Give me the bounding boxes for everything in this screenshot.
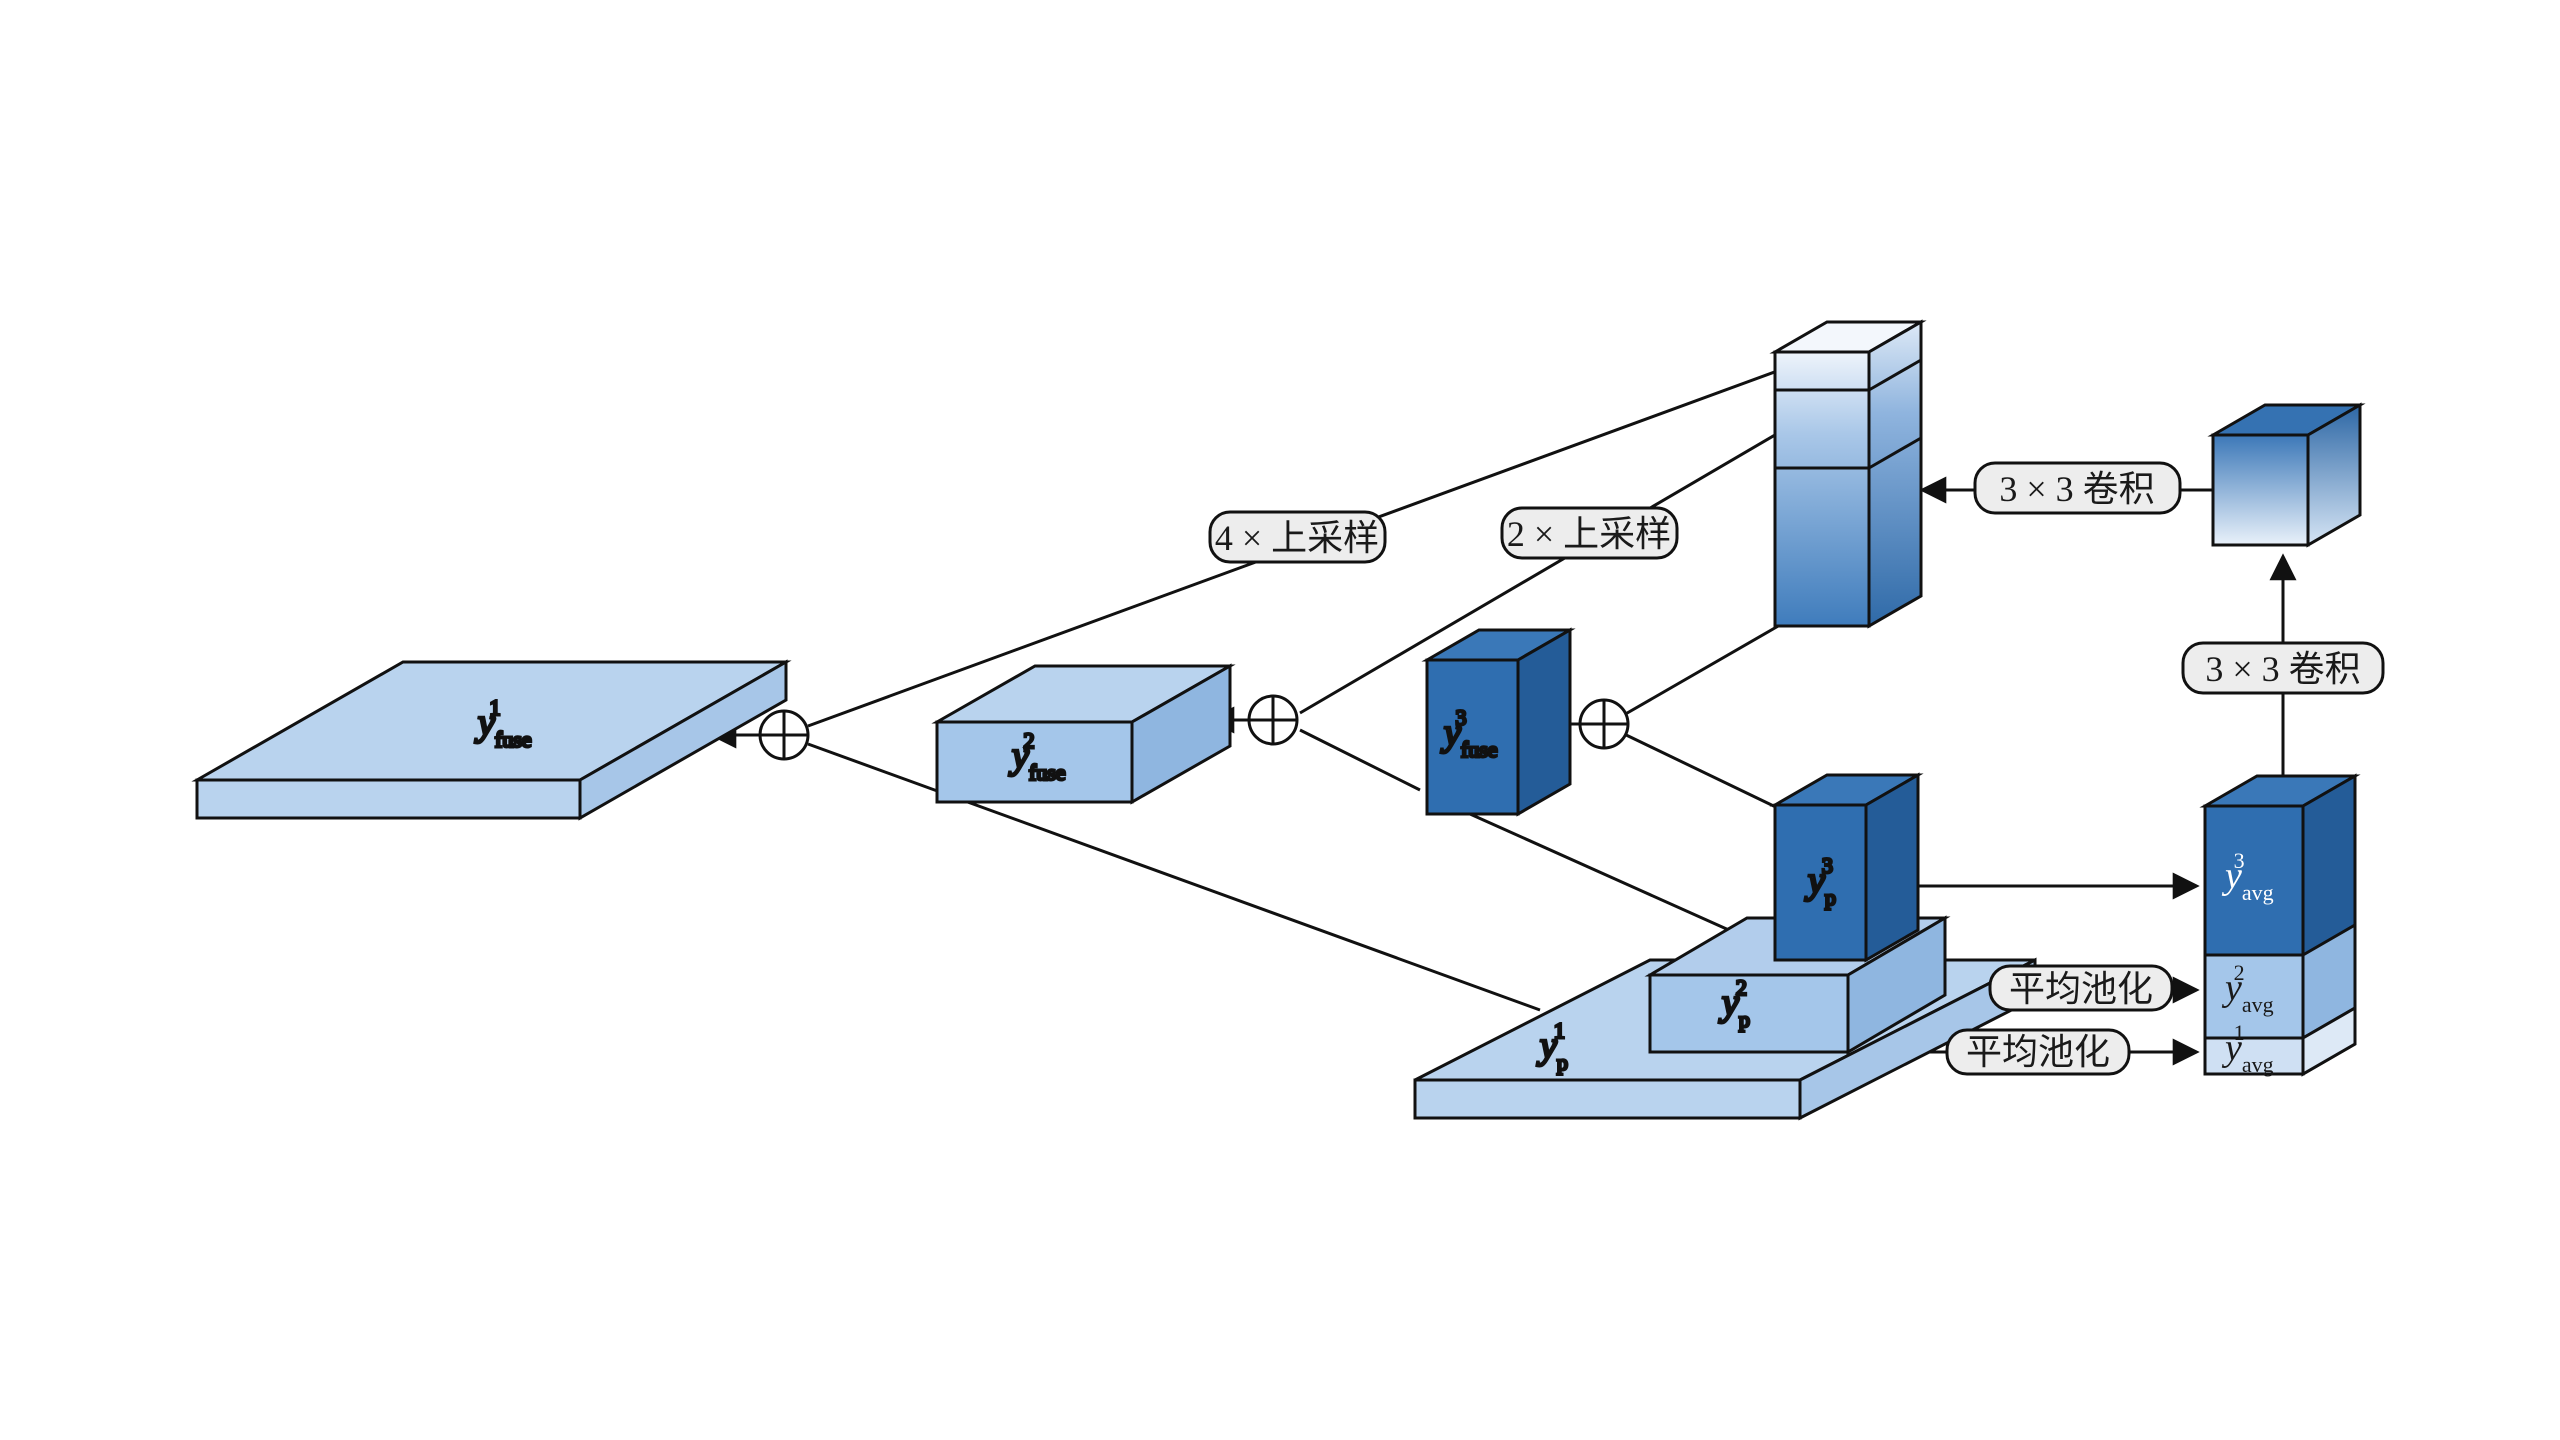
y-fuse-1-label: yfuse1 <box>474 695 532 752</box>
add-node-1 <box>758 709 810 761</box>
avg-pool-lower-pill: 平均池化 <box>1945 1028 2131 1076</box>
y-avg-3-label: yavg3 <box>2221 848 2274 905</box>
svg-text:3 × 3 卷积: 3 × 3 卷积 <box>2205 649 2360 689</box>
upsample-4x-pill: 4 × 上采样 <box>1208 510 1387 564</box>
svg-text:平均池化: 平均池化 <box>2009 969 2153 1009</box>
avg-pool-upper-pill: 平均池化 <box>1988 964 2174 1012</box>
upsample-2x-pill: 2 × 上采样 <box>1500 506 1679 560</box>
y-fuse-2-block: yfuse2 <box>931 663 1236 805</box>
svg-text:平均池化: 平均池化 <box>1966 1032 2110 1072</box>
y-avg-2-label: yavg2 <box>2221 960 2274 1017</box>
y-fuse-1-block: yfuse1 <box>191 659 792 821</box>
svg-text:4 × 上采样: 4 × 上采样 <box>1215 518 1379 558</box>
svg-text:3 × 3 卷积: 3 × 3 卷积 <box>1999 469 2154 509</box>
y-avg-stack <box>2199 773 2361 1077</box>
conv-3x3-right-pill: 3 × 3 卷积 <box>2181 641 2385 695</box>
svg-text:2 × 上采样: 2 × 上采样 <box>1507 514 1671 554</box>
conv-output-cube <box>2207 402 2366 548</box>
y-avg-1-label: yavg1 <box>2221 1020 2274 1077</box>
y-p-3-block: yp3 <box>1769 772 1924 963</box>
add-node-2 <box>1247 694 1299 746</box>
conv-3x3-top-pill: 3 × 3 卷积 <box>1973 461 2182 515</box>
add-node-3 <box>1578 698 1630 750</box>
y-fuse-3-block: yfuse3 <box>1421 627 1576 817</box>
upsampled-tower <box>1769 319 1927 629</box>
